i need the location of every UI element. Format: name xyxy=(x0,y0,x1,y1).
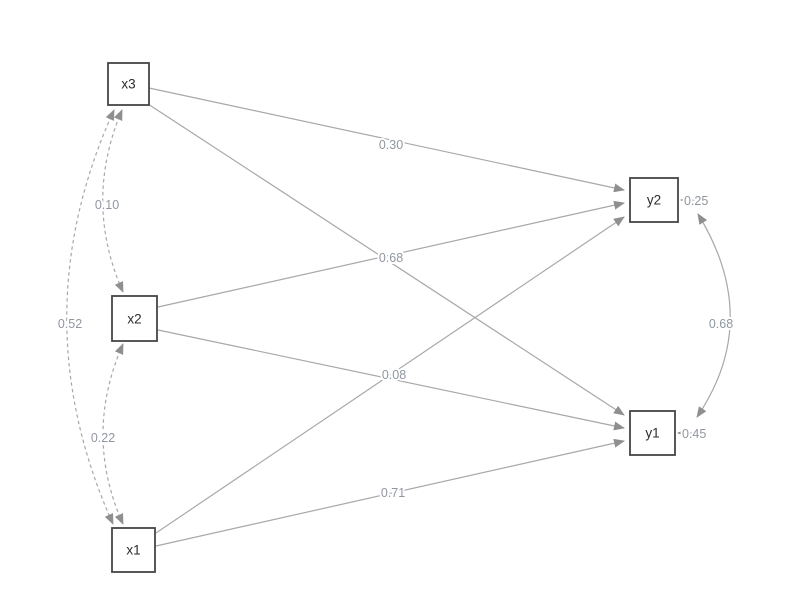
node-x1: x1 xyxy=(111,527,156,573)
edge-labels: 0.30 0.68 0.08 0.71 0.10 0.52 0.22 0.68 … xyxy=(56,136,735,502)
node-x2: x2 xyxy=(111,295,158,342)
path-x2-to-y2 xyxy=(157,200,625,308)
regression-paths xyxy=(147,87,625,547)
node-x1-box xyxy=(111,527,156,573)
label-residual-y2: 0.25 xyxy=(684,194,708,208)
node-y2-box xyxy=(629,177,679,223)
node-x3-label: x3 xyxy=(121,77,135,92)
path-x3-to-y2 xyxy=(148,87,625,193)
nodes: x3 x2 x1 y2 y1 xyxy=(107,62,679,573)
node-y1-box xyxy=(629,410,676,456)
covariance-x3-x1 xyxy=(66,109,115,525)
path-x3-to-y1 xyxy=(147,103,625,416)
covariance-x2-x1 xyxy=(102,343,124,525)
label-path-x3-y2: 0.30 xyxy=(379,138,403,152)
label-path-mid-upper: 0.68 xyxy=(379,251,403,265)
node-y2: y2 xyxy=(629,177,679,223)
label-path-mid-lower: 0.08 xyxy=(382,368,406,382)
label-path-x1-y1: 0.71 xyxy=(381,486,405,500)
covariance-y1-y2 xyxy=(696,213,731,418)
residual-arrows xyxy=(677,195,696,438)
node-x3: x3 xyxy=(107,62,150,106)
label-covariance-x3-x2: 0.10 xyxy=(95,198,119,212)
label-covariance-x2-x1: 0.22 xyxy=(91,431,115,445)
label-residual-y1: 0.45 xyxy=(682,427,706,441)
label-covariance-x3-x1: 0.52 xyxy=(58,317,82,331)
node-y1-label: y1 xyxy=(645,426,659,441)
path-x1-to-y2 xyxy=(155,216,625,534)
covariance-curves xyxy=(66,109,731,525)
label-covariance-y1-y2: 0.68 xyxy=(709,317,733,331)
node-x2-label: x2 xyxy=(127,312,141,327)
node-x1-label: x1 xyxy=(126,543,140,558)
node-y1: y1 xyxy=(629,410,676,456)
covariance-x3-x2 xyxy=(102,109,124,293)
node-x3-box xyxy=(107,62,150,106)
node-x2-box xyxy=(111,295,158,342)
path-x2-to-y1 xyxy=(157,329,625,431)
path-x1-to-y1 xyxy=(155,438,625,547)
node-y2-label: y2 xyxy=(647,193,661,208)
